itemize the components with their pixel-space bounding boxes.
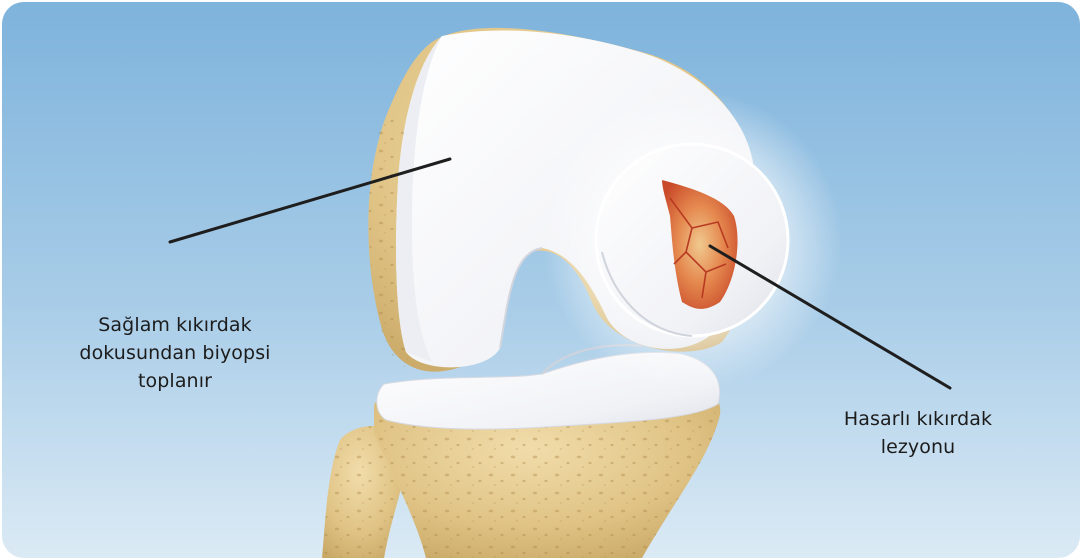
damaged-label-line-2: lezyonu [818,433,1018,461]
healthy-label-line-2: dokusundan biyopsi [40,339,310,367]
damaged-label-line-1: Hasarlı kıkırdak [818,405,1018,433]
healthy-cartilage-label: Sağlam kıkırdak dokusundan biyopsi topla… [40,311,310,395]
healthy-label-line-1: Sağlam kıkırdak [40,311,310,339]
healthy-label-line-3: toplanır [40,367,310,395]
damaged-lesion-label: Hasarlı kıkırdak lezyonu [818,405,1018,461]
lesion-magnifier [596,144,788,336]
